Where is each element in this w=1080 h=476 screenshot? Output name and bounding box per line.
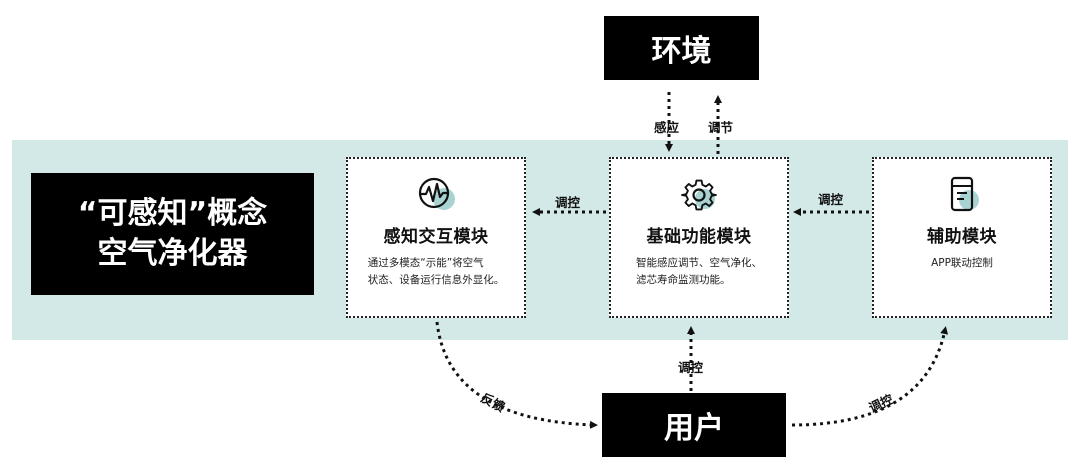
concept-title-line1: “可感知”概念 (77, 196, 268, 231)
auxiliary-module: 辅助模块 APP联动控制 (872, 157, 1052, 318)
control-label-aux: 调控 (818, 192, 844, 207)
control-label-user: 调控 (678, 360, 704, 375)
module-description: APP联动控制 (931, 257, 993, 269)
phone-app-icon (950, 176, 979, 212)
module-title: 基础功能模块 (646, 227, 752, 247)
control-user-to-aux-arrow (791, 326, 949, 427)
control-label-perception: 调控 (555, 195, 581, 210)
module-description: 通过多模态“示能”将空气 状态、设备运行信息外显化。 (367, 257, 505, 286)
module-title: 感知交互模块 (383, 227, 489, 247)
environment-box: 环境 (604, 16, 759, 80)
concept-title-box: “可感知”概念 空气净化器 (31, 173, 314, 295)
gear-icon (681, 179, 717, 211)
module-description: 智能感应调节、空气净化、 滤芯寿命监测功能。 (636, 257, 762, 286)
feedback-arrow (435, 321, 598, 429)
basic-function-module: 基础功能模块 智能感应调节、空气净化、 滤芯寿命监测功能。 (609, 157, 789, 318)
sense-label: 感应 (654, 120, 680, 135)
module-title: 辅助模块 (927, 227, 997, 247)
waveform-circle-icon (418, 177, 455, 210)
perception-interaction-module: 感知交互模块 通过多模态“示能”将空气 状态、设备运行信息外显化。 (346, 157, 526, 318)
user-box: 用户 (602, 393, 786, 457)
adjust-label: 调节 (708, 120, 734, 135)
concept-title-line2: 空气净化器 (97, 236, 248, 271)
